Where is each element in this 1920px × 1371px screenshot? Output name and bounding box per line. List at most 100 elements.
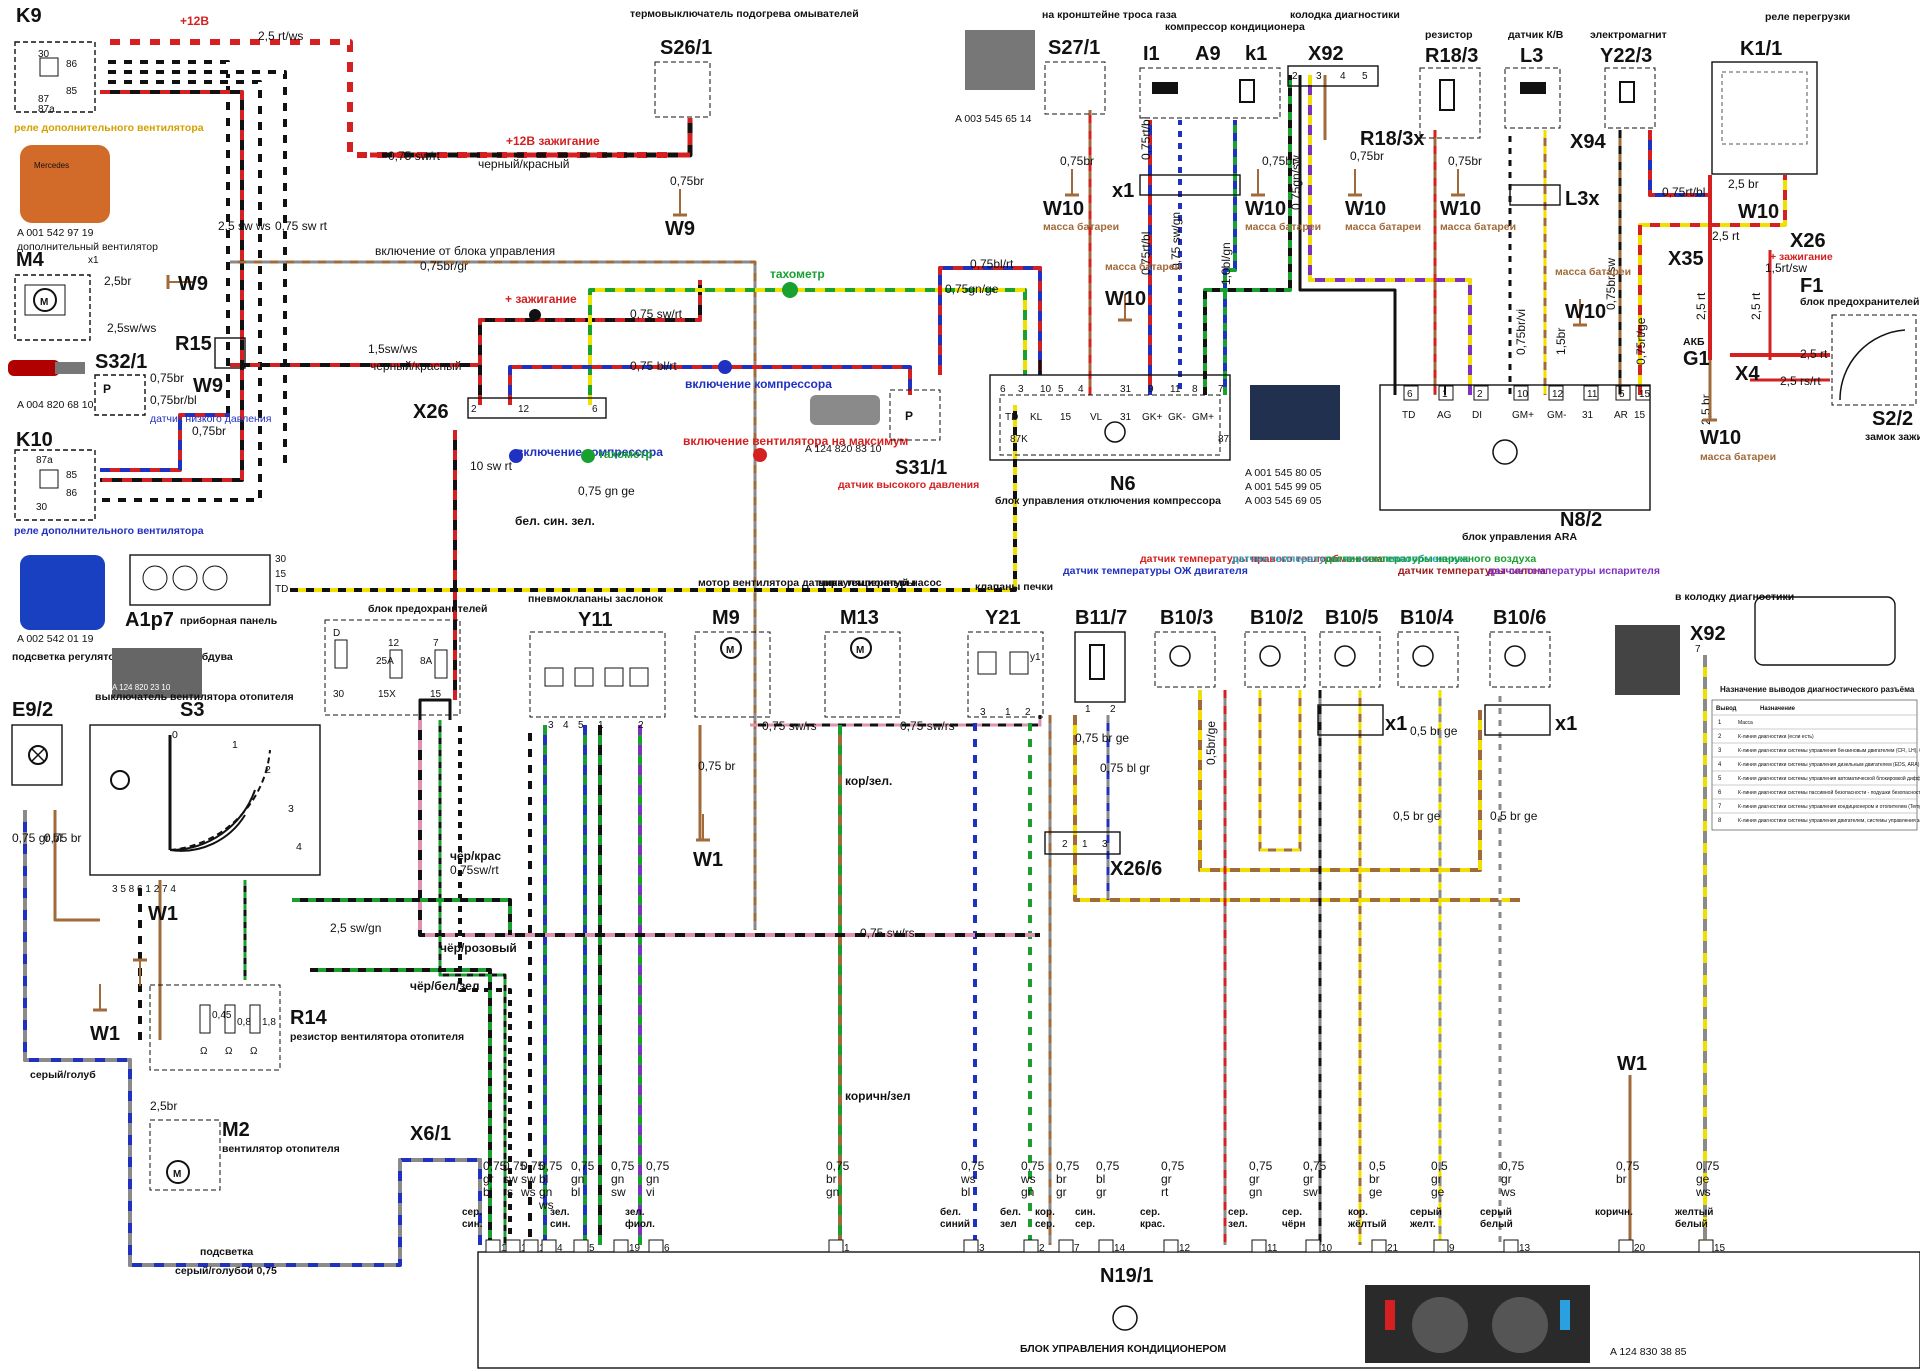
switch-S26-1: термовыключатель подогрева омывателей S2… [630,8,859,118]
instrument-panel-A1p7: 30 15 TD A1p7 приборная панель A 124 820… [95,554,294,703]
M4-label: M4 [16,249,45,271]
diag-connector-X92-bottom: в колодку диагностики X92 7 [1615,591,1896,695]
N19-1-pin: 11 [1267,1243,1278,1254]
svg-text:термовыключатель подогрева омы: термовыключатель подогрева омывателей [630,8,859,20]
svg-text:кор/зел.: кор/зел. [845,774,892,788]
wire-spec: rt [1161,1185,1169,1199]
N8-2-pin-box [1548,385,1564,401]
N6-pin: 4 [1078,384,1084,395]
svg-text:реле перегрузки: реле перегрузки [1765,11,1850,23]
N8-2-pin-label: DI [1472,410,1482,421]
svg-text:АКБ: АКБ [1683,336,1705,348]
svg-text:приборная панель: приборная панель [180,615,278,627]
N19-1-pin-box [573,1239,589,1253]
svg-text:0,75rt/ge: 0,75rt/ge [1634,317,1648,365]
svg-text:x1: x1 [1385,713,1407,735]
svg-text:A 001 545 80 05: A 001 545 80 05 [1245,467,1322,479]
svg-text:чёр/бел/зел: чёр/бел/зел [410,979,479,993]
svg-text:датчик температуры наружного в: датчик температуры наружного воздуха [1325,553,1536,565]
N6-pin-label: 87K [1010,434,1028,445]
svg-text:A 003 545 65 14: A 003 545 65 14 [955,113,1032,125]
N8-2-pin-label: AG [1437,410,1452,421]
sensor-L3: датчик К/В L3 L3x [1504,29,1599,210]
wire-spec: 0,75 [571,1159,595,1173]
svg-text:A 004 820 68 10: A 004 820 68 10 [17,399,94,411]
svg-text:30: 30 [36,502,48,513]
svg-text:вентилятор отопителя: вентилятор отопителя [222,1143,340,1155]
svg-text:B10/2: B10/2 [1250,607,1303,629]
N19-1-pin-box [1433,1239,1449,1253]
wire-spec: br [1616,1172,1627,1186]
svg-text:2,5br: 2,5br [104,274,131,288]
svg-text:A9: A9 [1195,43,1221,65]
svg-text:Ω: Ω [200,1046,208,1057]
svg-text:2: 2 [1025,707,1031,718]
svg-text:масса батареи: масса батареи [1440,221,1516,233]
svg-text:3: 3 [548,720,554,731]
N8-2-pin-label: GM+ [1512,410,1534,421]
N6-pin-label: TD [1005,412,1018,423]
valves-Y11: пневмоклапаны заслонок Y11 3 4 5 1 2 [528,593,666,731]
svg-text:M: M [40,297,48,308]
wire-spec: 0,75 [1501,1159,1525,1173]
N8-2-pin: 1 [1442,389,1448,400]
svg-text:A1p7: A1p7 [125,609,174,631]
N8-2-pin-box [1513,385,1529,401]
N8-2-pin: 12 [1552,389,1564,400]
wire-spec: gn [611,1172,624,1186]
svg-text:0,75br: 0,75br [150,371,184,385]
svg-text:на кронштейне троса газа: на кронштейне троса газа [1042,9,1177,21]
svg-text:1: 1 [1085,704,1091,715]
switch-S27-1: на кронштейне троса газа S27/1 A 003 545… [955,9,1177,125]
svg-text:x1: x1 [1555,713,1577,735]
sensor-B10-3: датчик температуры правого теплообменник… [1140,553,1383,688]
svg-text:0,75 sw/gn: 0,75 sw/gn [1169,212,1183,270]
wire-color-name: сер. [1282,1207,1302,1218]
N6-pin-label: GM+ [1192,412,1214,423]
svg-text:БЛОК УПРАВЛЕНИЯ КОНДИЦИОНЕРОМ: БЛОК УПРАВЛЕНИЯ КОНДИЦИОНЕРОМ [1020,1343,1226,1355]
N19-1-pin: 21 [1387,1243,1399,1254]
N8-2-pin-box [1615,385,1631,401]
wire-color-name: крас. [1140,1219,1165,1230]
wire-color-name: бел. [940,1206,961,1218]
svg-text:L3x: L3x [1565,188,1599,210]
svg-text:D: D [333,628,340,639]
svg-text:резистор: резистор [1425,29,1473,41]
N6-pin-label: VL [1090,412,1103,423]
N8-2-pin-box [1635,385,1651,401]
N19-1-pin: 2 [1039,1243,1045,1254]
diag-row-pin: 4 [1718,762,1722,768]
N6-pin-label: GK- [1168,412,1186,423]
svg-text:B10/6: B10/6 [1493,607,1546,629]
svg-text:0,75 gr bl: 0,75 gr bl [12,831,62,845]
wire-color-name: кор. [1035,1207,1055,1218]
svg-text:X26/6: X26/6 [1110,858,1162,880]
svg-text:R18/3: R18/3 [1425,45,1478,67]
svg-text:L3: L3 [1520,45,1543,67]
svg-text:W1: W1 [1617,1053,1647,1075]
N19-1-pin: 5 [589,1243,595,1254]
svg-text:0,75rt/bl: 0,75rt/bl [1139,117,1153,160]
svg-text:4: 4 [563,720,569,731]
svg-text:0: 0 [172,729,178,741]
K9-caption: реле дополнительного вентилятора [14,122,204,134]
svg-text:1,5sw/ws: 1,5sw/ws [368,342,417,356]
svg-text:M: M [856,645,864,656]
svg-text:2,5 rt/ws: 2,5 rt/ws [258,29,303,43]
N19-1-pin: 13 [1519,1243,1531,1254]
diag-connector-X92-top: колодка диагностики X92 2 3 4 5 [1287,9,1400,87]
wire-spec: 0,75 [1616,1159,1640,1173]
wire-color-name: желт. [1409,1219,1436,1230]
svg-text:Y21: Y21 [985,607,1021,629]
svg-text:W10: W10 [1440,198,1481,220]
svg-text:N6: N6 [1110,473,1136,495]
svg-text:датчик температуры правого теп: датчик температуры правого теплообменник… [1140,553,1383,565]
N8-2-pin-box [1438,385,1454,401]
svg-text:0,75br: 0,75br [670,174,704,188]
svg-text:0,75br: 0,75br [1350,149,1384,163]
svg-text:масса батареи: масса батареи [1105,261,1181,273]
relay-photo-blue [20,555,105,630]
svg-text:R18/3x: R18/3x [1360,128,1425,150]
N19-1-pin: 9 [1449,1243,1455,1254]
